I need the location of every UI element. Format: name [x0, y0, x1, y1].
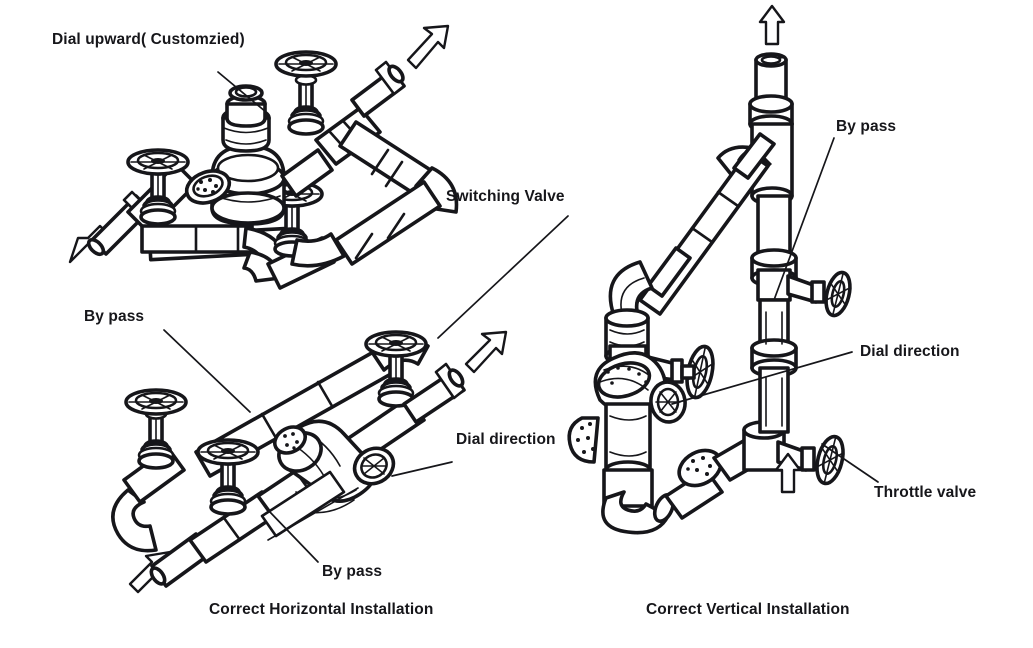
label-bypass-lower-left: By pass [322, 563, 383, 580]
valve-top-upper [274, 50, 338, 136]
bottom-run-vertical [664, 420, 786, 520]
leader-lines [163, 71, 879, 563]
diagonal-pipe-vertical [638, 132, 776, 316]
valve-left-lower [124, 388, 188, 470]
leader-switching-valve [437, 215, 569, 339]
assembly-horizontal-lower [111, 330, 508, 594]
leader-dial-direction-right [671, 351, 853, 405]
caption-vertical-installation: Correct Vertical Installation [646, 601, 850, 618]
label-bypass-right: By pass [836, 118, 897, 135]
meter-body-upper [210, 84, 286, 226]
label-bypass-upper-left: By pass [84, 308, 145, 325]
assembly-vertical [567, 4, 852, 535]
outlet-pipe-lower [402, 362, 466, 424]
meter-body-lower [260, 419, 396, 538]
strainer-cap-upper [184, 169, 232, 205]
left-riser-vertical [567, 308, 715, 535]
outlet-arrow-upper [406, 24, 450, 70]
assembly-horizontal-upper [68, 24, 459, 290]
outlet-arrow-vertical [758, 4, 786, 46]
meter-outlet-upper [280, 106, 382, 198]
label-switching-valve: Switching Valve [446, 188, 565, 205]
inlet-arrow-vertical [774, 452, 802, 494]
leader-bypass-right [773, 137, 835, 301]
lower-main-run-upper [126, 162, 336, 290]
label-dial-direction-left: Dial direction [456, 431, 556, 448]
outlet-pipe-upper [350, 60, 406, 118]
top-riser-vertical [748, 52, 794, 134]
leader-dial-upward [217, 71, 267, 113]
outlet-arrow-lower [464, 330, 508, 374]
label-throttle-valve: Throttle valve [874, 484, 977, 501]
bypass-run-upper [290, 120, 459, 268]
leader-dial-direction-left [391, 461, 453, 477]
leader-bypass-upper-left [163, 329, 251, 413]
strainer-vertical [567, 416, 600, 464]
leader-bypass-lower-left [267, 509, 319, 563]
label-dial-direction-right: Dial direction [860, 343, 960, 360]
bypass-standpipe-vertical [750, 194, 852, 434]
caption-horizontal-installation: Correct Horizontal Installation [209, 601, 434, 618]
left-elbow-vertical [608, 260, 654, 318]
label-dial-upward: Dial upward( Customzied) [52, 31, 245, 48]
leader-throttle-valve [821, 443, 879, 483]
